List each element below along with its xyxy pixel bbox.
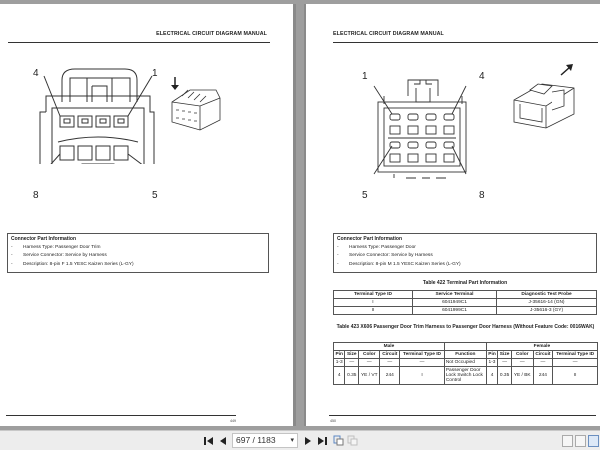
callout-top-left: 4 <box>33 68 39 79</box>
right-page: ELECTRICAL CIRCUIT DIAGRAM MANUAL 1 <box>304 4 600 426</box>
table-row: 1-3 — — — — Not Occupied 1-3 — — — — <box>332 358 598 367</box>
go-back-view-icon <box>333 435 344 446</box>
column-header: Service Terminal <box>411 290 498 299</box>
info-title: Connector Part Information <box>337 236 403 242</box>
connector-3d-view <box>171 89 221 131</box>
page-number-field[interactable]: 697 / 1183 ▾ <box>232 433 298 448</box>
info-item: -Harness Type: Passenger Door <box>337 245 416 250</box>
callout-bottom-right: 8 <box>479 190 485 201</box>
male-connector-diagram <box>373 79 467 179</box>
page-number: 449 <box>230 419 236 423</box>
header-rule <box>333 42 598 43</box>
column-header: Circuit <box>532 350 554 359</box>
column-header: Terminal Type ID <box>399 350 445 359</box>
left-page: ELECTRICAL CIRCUIT DIAGRAM MANUAL 4 1 8 … <box>0 4 296 426</box>
terminal-part-table: Terminal Type ID Service Terminal Diagno… <box>333 290 597 315</box>
go-forward-view-button[interactable] <box>347 434 359 448</box>
last-page-icon <box>318 437 327 445</box>
column-header: Terminal Type ID <box>552 350 598 359</box>
column-header: Terminal Type ID <box>333 290 413 299</box>
callout-top-left: 1 <box>362 71 368 82</box>
info-item: -Service Connector: Service by Harness <box>11 253 107 259</box>
column-header: Function <box>443 350 487 359</box>
two-page-view-button[interactable] <box>588 435 599 447</box>
document-viewer[interactable]: ELECTRICAL CIRCUIT DIAGRAM MANUAL 4 1 8 … <box>0 0 600 430</box>
table-row: II 6041999C1 J-35616-3 (GY) <box>333 306 597 315</box>
info-item: -Description: 8-pin M 1.5 YESC Kaizen Se… <box>337 261 461 267</box>
prev-page-icon <box>220 437 226 445</box>
table-422-caption: Table 422 Terminal Part Information <box>422 280 508 286</box>
go-forward-view-icon <box>347 435 358 446</box>
single-page-view-button[interactable] <box>562 435 573 447</box>
header-rule <box>8 42 270 43</box>
first-page-icon <box>204 437 213 445</box>
continuous-view-button[interactable] <box>575 435 586 447</box>
footer-rule <box>6 415 236 416</box>
down-arrow-icon <box>171 77 179 90</box>
connector-3d-view <box>513 83 575 129</box>
column-header: Color <box>358 350 381 359</box>
page-dropdown-icon[interactable]: ▾ <box>290 437 294 444</box>
column-header: Color <box>510 350 534 359</box>
info-item: -Harness Type: Passenger Door Trim <box>11 245 101 250</box>
go-back-view-button[interactable] <box>333 434 345 448</box>
next-page-button[interactable] <box>304 434 314 448</box>
connector-part-info: Connector Part Information -Harness Type… <box>333 233 597 273</box>
callout-top-right: 4 <box>479 71 485 82</box>
column-header: Size <box>344 350 360 359</box>
first-page-button[interactable] <box>204 434 216 448</box>
table-row: I 6041949C1 J-35616-14 (GN) <box>333 298 597 307</box>
navigation-toolbar: 697 / 1183 ▾ <box>0 430 600 450</box>
table-row: 4 0.35 YE / VT 244 I Passenger Door Lock… <box>332 366 598 385</box>
footer-rule <box>329 415 596 416</box>
header-title: ELECTRICAL CIRCUIT DIAGRAM MANUAL <box>333 31 444 37</box>
column-header: Pin <box>485 350 499 359</box>
next-page-icon <box>305 437 311 445</box>
page-number: 450 <box>330 419 336 423</box>
connector-part-info: Connector Part Information -Harness Type… <box>7 233 269 273</box>
column-header: Pin <box>332 350 346 359</box>
group-header-female: Female <box>485 342 599 351</box>
female-connector-diagram <box>39 68 155 164</box>
header-title: ELECTRICAL CIRCUIT DIAGRAM MANUAL <box>156 31 267 37</box>
info-item: -Service Connector: Service by Harness <box>337 253 433 259</box>
pinout-table: Male Female Pin Size Color Circuit Termi… <box>332 342 599 385</box>
last-page-button[interactable] <box>317 434 329 448</box>
group-header-male: Male <box>333 342 445 351</box>
callout-bottom-left: 8 <box>33 190 39 201</box>
prev-page-button[interactable] <box>219 434 229 448</box>
column-header: Circuit <box>379 350 401 359</box>
info-item: -Description: 8-pin F 1.5 YESC Kaizen Se… <box>11 261 134 267</box>
callout-bottom-right: 5 <box>152 190 158 201</box>
column-header: Diagnostic Test Probe <box>496 290 597 299</box>
callout-top-right: 1 <box>152 68 158 79</box>
info-title: Connector Part Information <box>11 236 77 242</box>
table-423-caption: Table 423 X606 Passenger Door Trim Harne… <box>336 324 595 330</box>
column-header: Size <box>497 350 512 359</box>
diagonal-arrow-icon <box>560 64 573 76</box>
callout-bottom-left: 5 <box>362 190 368 201</box>
